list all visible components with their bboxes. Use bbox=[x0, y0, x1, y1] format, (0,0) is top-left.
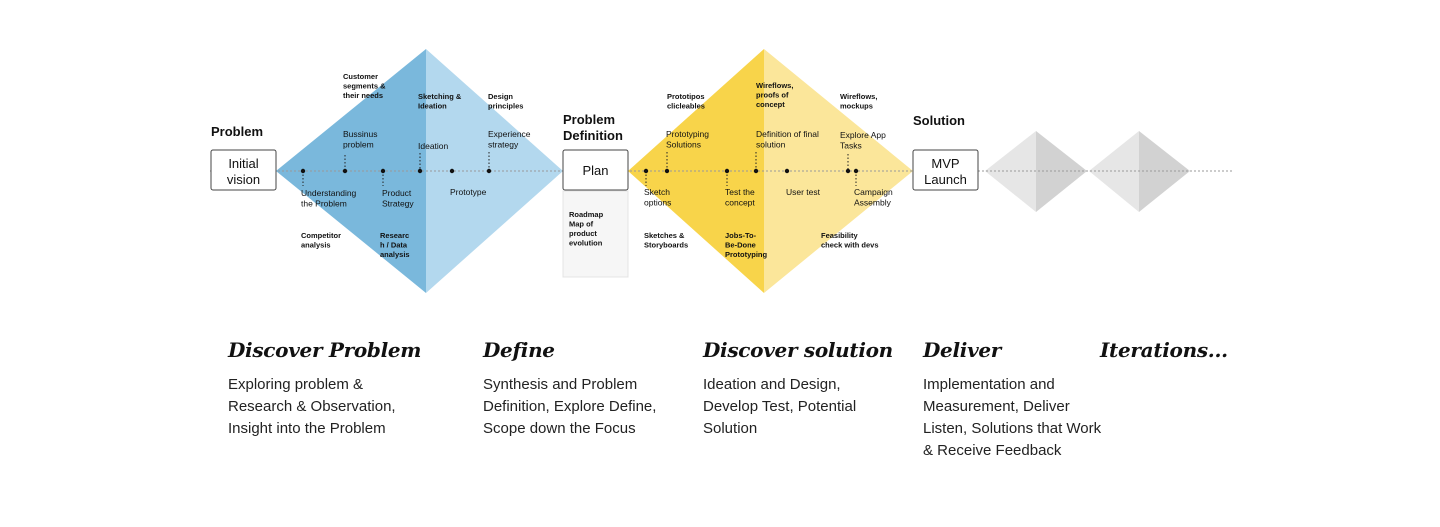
stage-desc-discover-solution: Ideation and Design, Develop Test, Poten… bbox=[703, 376, 857, 437]
iteration-diamond-2-right bbox=[1139, 131, 1190, 212]
solution-heading: Solution bbox=[913, 113, 965, 128]
iteration-diamond-1-right bbox=[1036, 131, 1087, 212]
stage-title-discover-solution: Discover solution bbox=[703, 338, 893, 362]
plan-card bbox=[562, 190, 629, 278]
connectors bbox=[302, 152, 857, 186]
label-ideation: Ideation bbox=[418, 141, 449, 151]
problem-box bbox=[210, 149, 277, 191]
label-sketches: Sketches &Storyboards bbox=[644, 231, 688, 250]
plan-box-text: Plan bbox=[582, 163, 608, 178]
solution-box bbox=[912, 149, 979, 191]
stage-title-discover-problem: Discover Problem bbox=[228, 338, 422, 362]
stage-desc-discover-problem: Exploring problem & Research & Observati… bbox=[228, 376, 396, 437]
label-user-test: User test bbox=[786, 187, 821, 197]
problem-heading: Problem bbox=[211, 124, 263, 139]
stage-title-iterations: Iterations... bbox=[1100, 338, 1228, 362]
stage-title-define: Define bbox=[483, 338, 555, 362]
label-wireflows-mockups: Wireflows,mockups bbox=[840, 92, 877, 111]
label-sketching-ideation: Sketching &Ideation bbox=[418, 92, 462, 111]
plan-box bbox=[562, 149, 629, 191]
stage-desc-define: Synthesis and Problem Definition, Explor… bbox=[483, 376, 657, 437]
stage-desc-deliver: Implementation and Measurement, Deliver … bbox=[923, 376, 1102, 459]
label-prototype: Prototype bbox=[450, 187, 487, 197]
stage-title-deliver: Deliver bbox=[923, 338, 1002, 362]
timeline-dots bbox=[300, 168, 859, 174]
